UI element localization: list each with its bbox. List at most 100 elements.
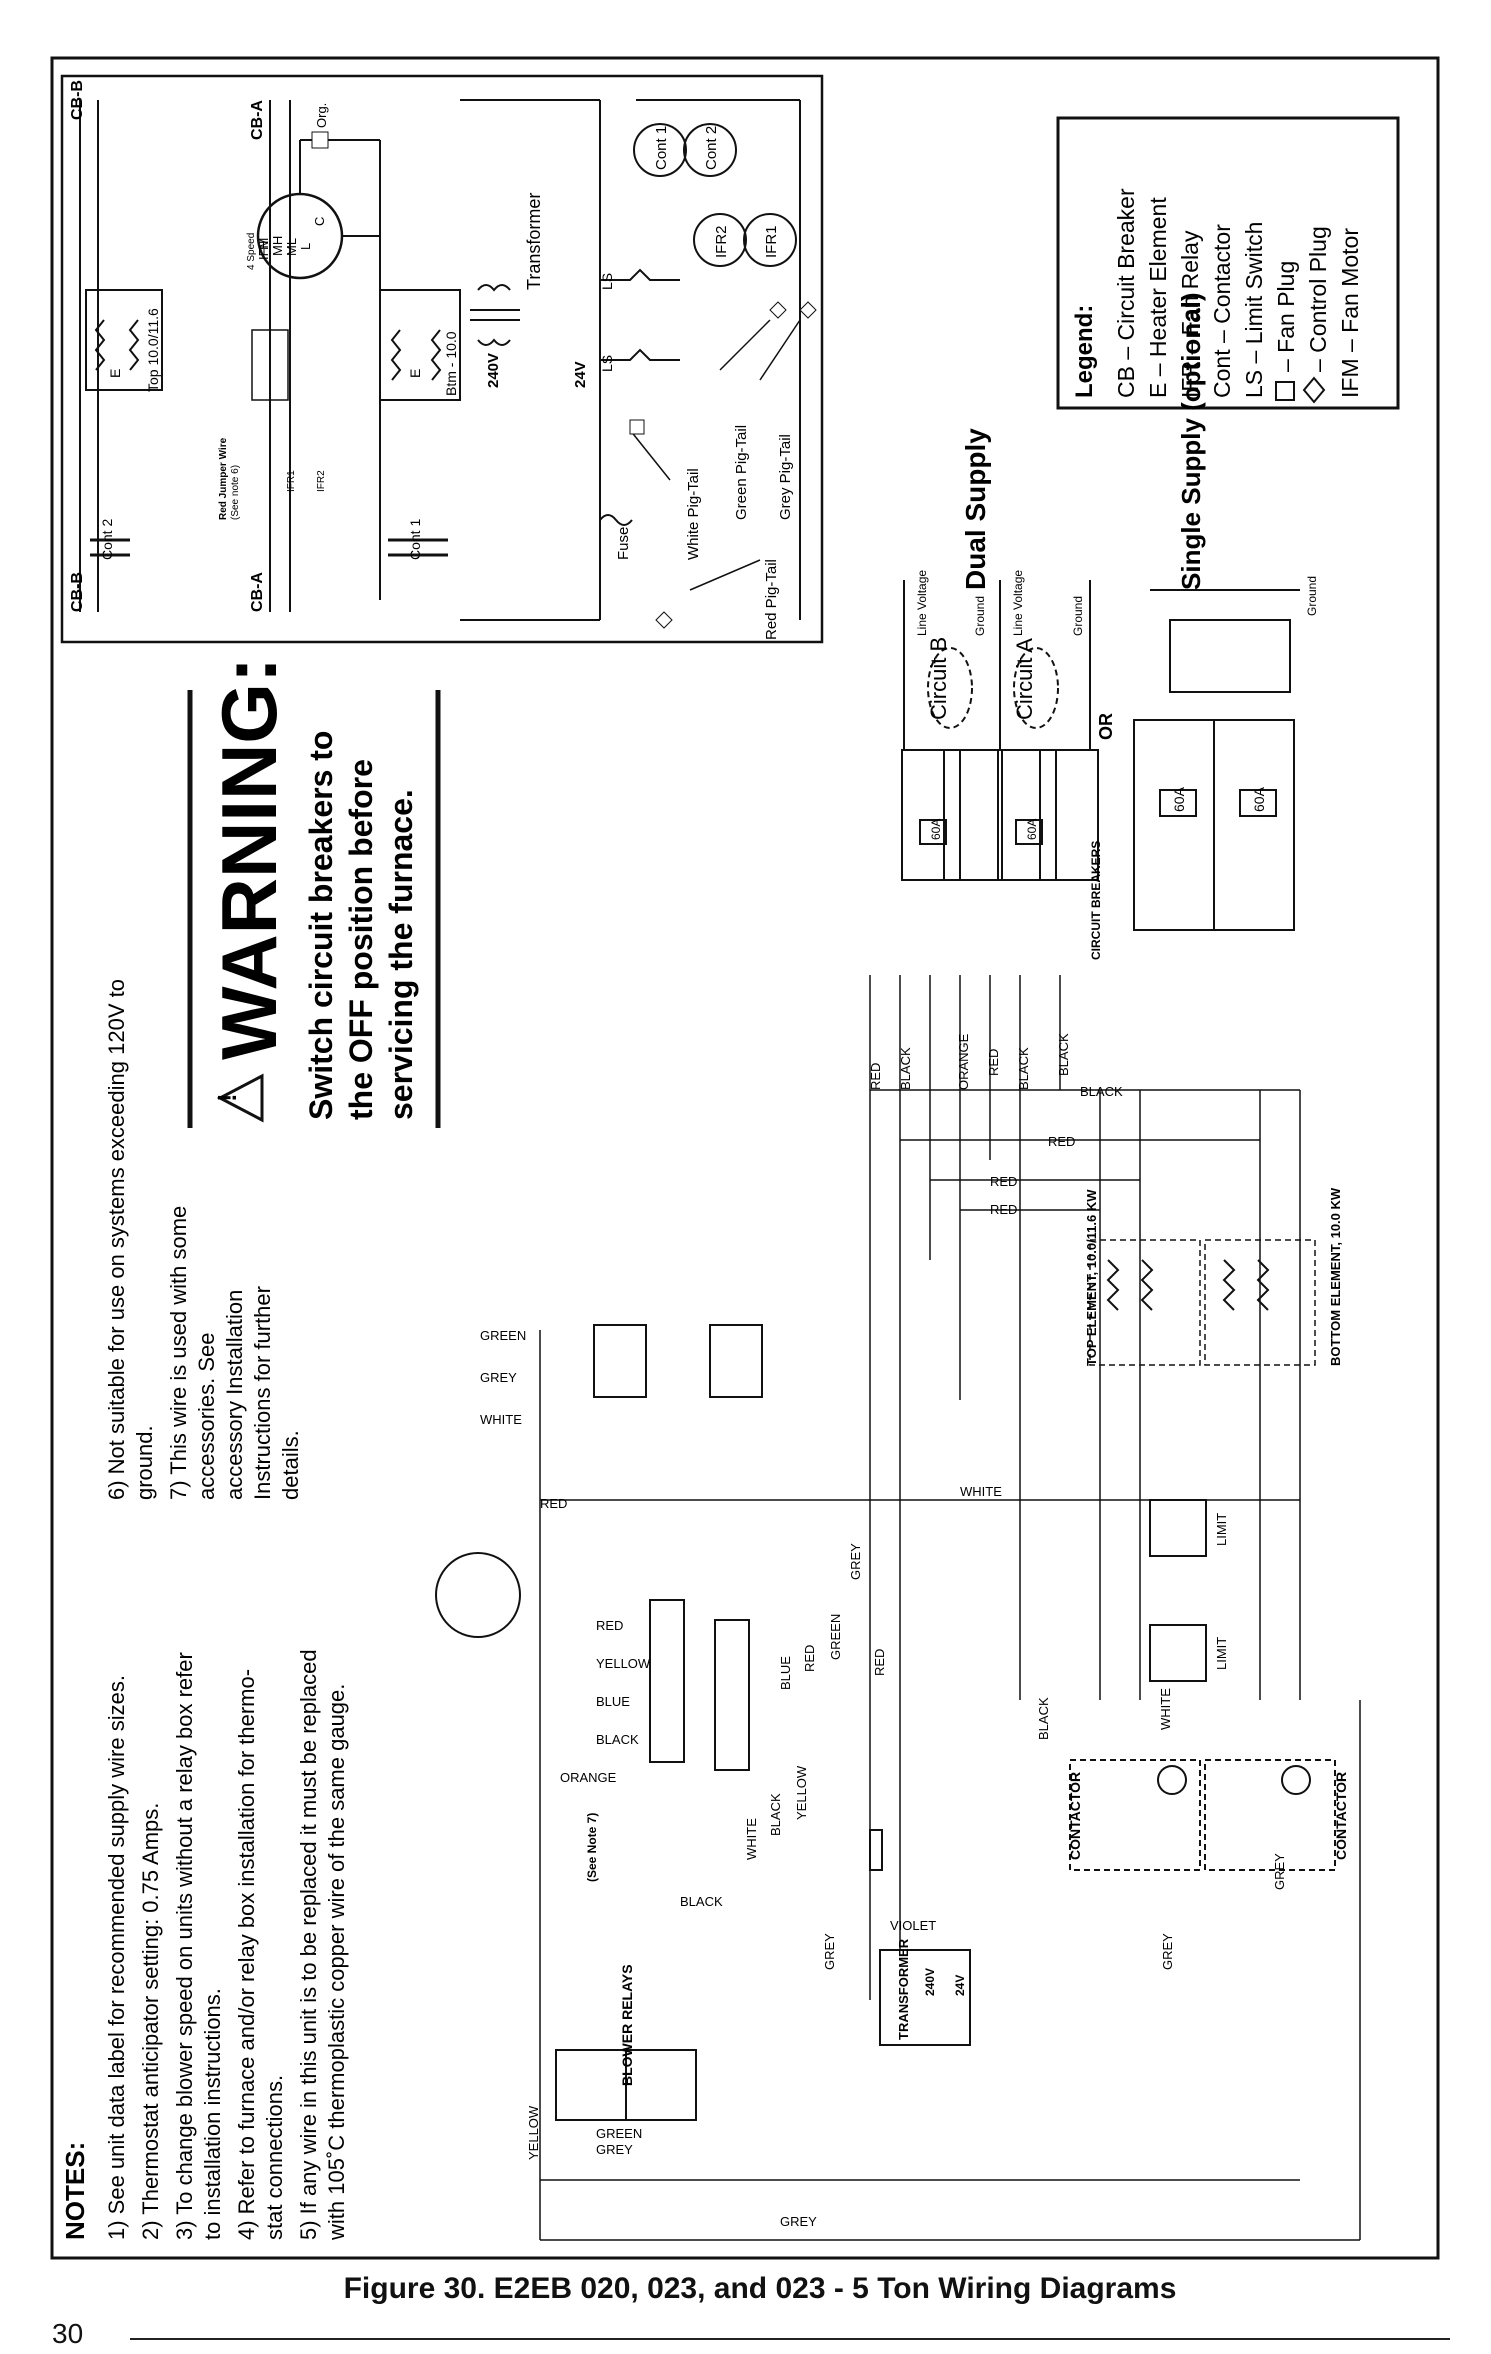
warning-line-2: the OFF position before [343, 759, 379, 1120]
wire-violet: VIOLET [890, 1918, 936, 1933]
wire-red-7: RED [802, 1645, 817, 1672]
warning-line-1: Switch circuit breakers to [303, 731, 339, 1120]
fan-plug-bottom [709, 1324, 763, 1398]
note-7e: details. [278, 1430, 303, 1500]
v240-label: 240V [485, 353, 502, 388]
inline-fuse [869, 1829, 883, 1871]
cb-a-bottom-label: CB-A [249, 572, 266, 612]
warning-triangle-icon [216, 1073, 264, 1123]
wire-green-3: GREEN [480, 1328, 526, 1343]
ifr1-small: IFR1 [286, 470, 297, 492]
wire-yellow-2: YELLOW [526, 2105, 541, 2160]
legend-item-cont: Cont – Contactor [1209, 224, 1235, 398]
fan-plug-square-icon [1275, 381, 1295, 401]
cb-b-top-label: CB-B [69, 80, 86, 120]
white-pigtail-label: White Pig-Tail [685, 468, 702, 560]
warning-line-3: servicing the furnace. [383, 789, 419, 1120]
wire-yellow-3: YELLOW [596, 1656, 651, 1671]
breaker-b-amps: 60A [929, 819, 943, 840]
wire-grey-5: GREY [780, 2214, 817, 2229]
ls-top-label: LS [599, 273, 615, 290]
top-element-label-wiring: TOP ELEMENT, 10.0/11.6 KW [1084, 1189, 1099, 1366]
note-3b: to installation instructions. [200, 1988, 225, 2240]
page-number: 30 [52, 2318, 84, 2349]
cb-a-top-label: CB-A [249, 100, 266, 140]
note-7a: 7) This wire is used with some [166, 1206, 191, 1500]
wire-red-9: RED [540, 1496, 567, 1511]
jumper-label: Red Jumper Wire [218, 437, 229, 520]
note-7b: accessories. See [194, 1332, 219, 1500]
jumper-note: (See note 6) [230, 465, 241, 520]
cont1-label: Cont 1 [407, 519, 423, 560]
circuit-b-label: Circuit B [926, 637, 951, 720]
notes-block: NOTES: 1) See unit data label for recomm… [60, 979, 349, 2241]
warning-title: WARNING: [205, 657, 293, 1060]
wire-yellow-1: YELLOW [794, 1765, 809, 1820]
c-label: C [312, 217, 327, 226]
wire-blue-2: BLUE [596, 1694, 630, 1709]
red-pigtail-label: Red Pig-Tail [763, 559, 780, 640]
contactor-2 [1204, 1759, 1336, 1871]
wire-black-8: BLACK [596, 1732, 639, 1747]
bottom-element-label: Btm - 10.0 [443, 331, 459, 396]
wire-black-3: BLACK [1056, 1033, 1071, 1076]
ml-label: ML [284, 238, 299, 256]
legend-item-ls: LS – Limit Switch [1241, 222, 1267, 398]
line-voltage-a: Line Voltage [1011, 570, 1025, 636]
note-6a: 6) Not suitable for use on systems excee… [104, 979, 129, 1500]
supply-section: Dual Supply Single Supply (optional) Cir… [901, 292, 1319, 960]
note-2: 2) Thermostat anticipator setting: 0.75 … [138, 1803, 163, 2240]
limit-switch-1 [1149, 1499, 1207, 1557]
fuse-label: Fuse [615, 527, 632, 560]
note-4a: 4) Refer to furnace and/or relay box ins… [234, 1669, 259, 2240]
note-3a: 3) To change blower speed on units witho… [172, 1652, 197, 2240]
top-element-label: Top 10.0/11.6 [145, 308, 161, 392]
limit-switch-2 [1149, 1624, 1207, 1682]
note-7c: accessory Installation [222, 1290, 247, 1500]
v24-label: 24V [572, 361, 589, 388]
blower-relay-1 [555, 2049, 627, 2121]
legend-item-ifr: IFR – Fan Relay [1177, 230, 1203, 398]
ifr2-small: IFR2 [316, 470, 327, 492]
speeds-label: 4 Speed [246, 233, 257, 270]
bottom-element-label-wiring: BOTTOM ELEMENT, 10.0 KW [1328, 1187, 1343, 1366]
contactor-label-2: CONTACTOR [1333, 1772, 1349, 1860]
limit-label-1: LIMIT [1214, 1513, 1229, 1546]
wire-blue-1: BLUE [778, 1656, 793, 1690]
mh-label: MH [270, 236, 285, 256]
cont2-coil: Cont 2 [703, 126, 720, 170]
wire-orange-2: ORANGE [560, 1770, 617, 1785]
wire-orange: ORANGE [956, 1033, 971, 1090]
legend-item-fan-plug: – Fan Plug [1273, 261, 1299, 372]
fan-plug-top [593, 1324, 647, 1398]
transformer-24v: 24V [953, 1975, 967, 1996]
circuit-breakers-label: CIRCUIT BREAKERS [1089, 841, 1103, 960]
limit-label-2: LIMIT [1214, 1637, 1229, 1670]
single-breaker-2-amps: 60A [1251, 786, 1267, 812]
single-breaker-1-amps: 60A [1171, 786, 1187, 812]
green-pigtail-label: Green Pig-Tail [733, 425, 750, 520]
wire-grey-3: GREY [1160, 1933, 1175, 1970]
legend-item-cb: CB – Circuit Breaker [1113, 188, 1139, 398]
wire-white-2: WHITE [1158, 1688, 1173, 1730]
wire-red-8: RED [596, 1618, 623, 1633]
element-e-bottom: E [407, 369, 423, 378]
dual-supply-label: Dual Supply [960, 428, 991, 590]
ifr1-coil: IFR1 [763, 225, 780, 258]
wire-red-2: RED [986, 1049, 1001, 1076]
wire-black-5: BLACK [1036, 1697, 1051, 1740]
legend-item-control-plug: – Control Plug [1305, 226, 1331, 372]
note-6b: ground. [132, 1425, 157, 1500]
ls-bottom-label: LS [599, 355, 615, 372]
cont1-coil: Cont 1 [653, 126, 670, 170]
ground-single: Ground [1305, 576, 1319, 616]
cb-b-bottom-label: CB-B [69, 572, 86, 612]
wire-green-2: GREEN [596, 2126, 642, 2141]
l-label: L [298, 243, 313, 250]
wire-grey-6: GREY [596, 2142, 633, 2157]
note-1: 1) See unit data label for recommended s… [104, 1675, 129, 2240]
see-note-7-label: (See Note 7) [585, 1813, 599, 1882]
breaker-a-amps: 60A [1025, 819, 1039, 840]
warning-block: ! WARNING: Switch circuit breakers to th… [187, 657, 441, 1128]
